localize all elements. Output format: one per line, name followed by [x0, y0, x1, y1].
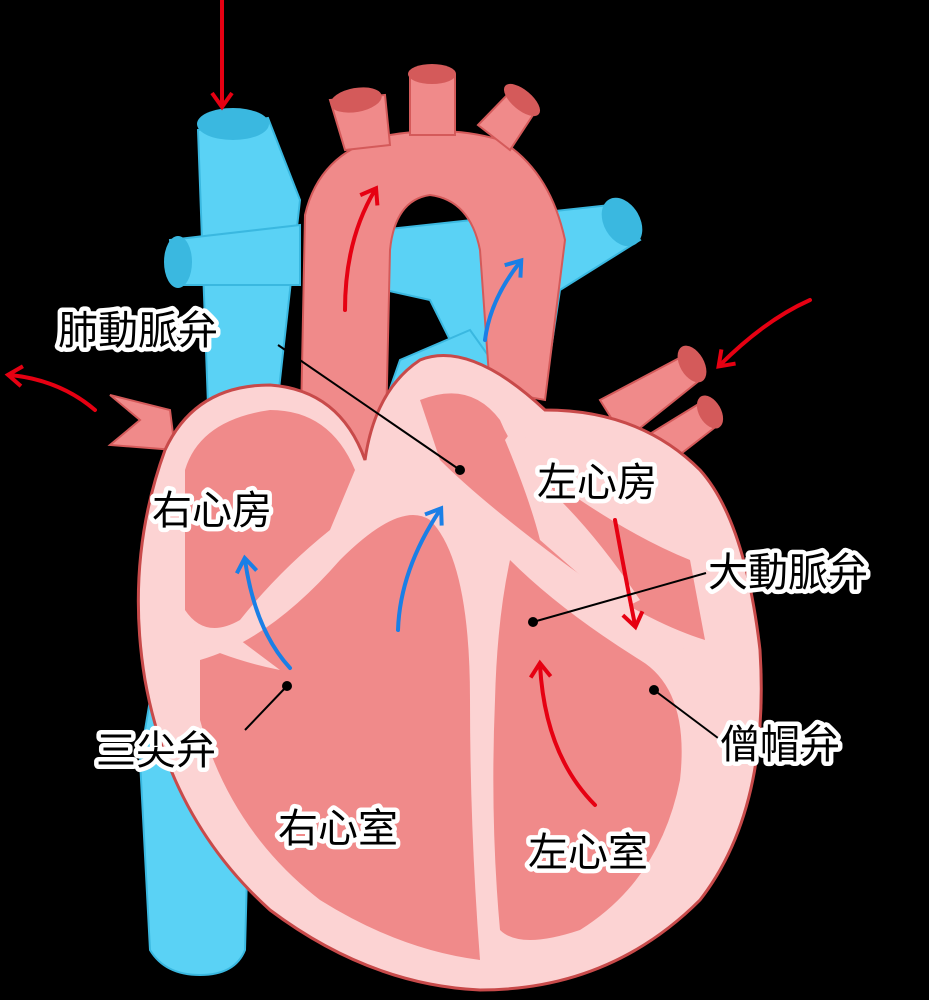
leader-lines: [244, 344, 719, 739]
left-ventricle-chamber: [493, 560, 682, 940]
pulmonary-valve-leader: [277, 344, 461, 471]
label-mitral-valve: 僧帽弁: [720, 722, 840, 768]
right-pulmonary-vein-upper-opening: [677, 345, 707, 383]
pulmonary-left-opening: [164, 236, 192, 288]
tricuspid-valve-dot: [282, 681, 292, 691]
label-right-atrium: 右心房: [152, 488, 272, 534]
pulmonary-right-opening: [601, 197, 643, 247]
left-pulmonary-vein: [107, 394, 177, 452]
brachiocephalic-opening: [330, 87, 382, 113]
oxygenated-flow-arrow-icon: [613, 518, 645, 631]
superior-vena-cava-opening: [197, 108, 269, 140]
label-tricuspid-valve: 三尖弁: [96, 728, 216, 774]
aortic-valve-leader: [532, 572, 707, 623]
pulmonary-valve-dot: [455, 465, 465, 475]
label-pulmonary-valve: 肺動脈弁: [58, 308, 218, 354]
label-aortic-valve: 大動脈弁: [708, 550, 868, 596]
deoxygenated-flow-arrow-icon: [396, 505, 444, 632]
right-atrium-chamber: [185, 410, 355, 628]
heart-body: [136, 354, 763, 992]
mitral-valve-leader: [653, 689, 719, 739]
label-left-ventricle: 左心室: [528, 830, 648, 876]
oxygenated-flow-arrow-icon: [343, 185, 380, 312]
right-pulmonary-vein-lower-opening: [696, 395, 724, 429]
aortic-valve-dot: [528, 617, 538, 627]
label-left-atrium: 左心房: [537, 460, 657, 506]
left-subclavian-opening: [503, 83, 541, 117]
tricuspid-valve-leader: [244, 685, 288, 731]
mitral-valve-leaflet: [630, 640, 690, 700]
oxygenated-flow-arrow-icon: [528, 659, 597, 807]
label-right-ventricle: 右心室: [278, 806, 398, 852]
right-ventricle-chamber: [200, 515, 480, 960]
left-carotid-artery: [409, 74, 456, 136]
left-carotid-opening: [408, 64, 456, 84]
flow-arrows: [4, 0, 812, 807]
aortic-root: [505, 420, 640, 610]
mitral-valve-dot: [649, 685, 659, 695]
deoxygenated-flow-arrow-icon: [483, 257, 524, 342]
oxygenated-flow-arrow-icon: [4, 364, 97, 412]
deoxygenated-flow-arrow-icon: [235, 554, 292, 670]
tricuspid-valve-leaflet: [190, 640, 280, 670]
oxygenated-flow-arrow-icon: [716, 298, 812, 369]
labels: 肺動脈弁 右心房 左心房 大動脈弁 三尖弁 僧帽弁 右心室 左心室: [54, 304, 873, 881]
